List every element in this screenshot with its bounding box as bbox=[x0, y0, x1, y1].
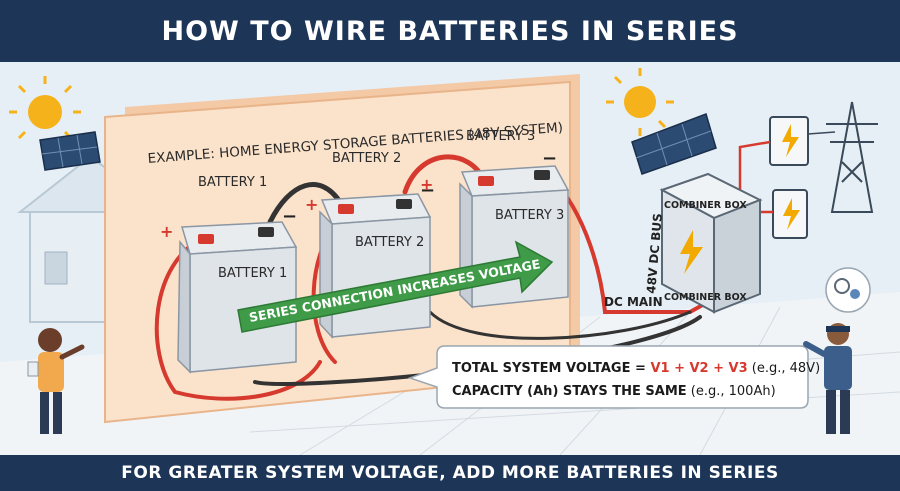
combiner-label-bottom: COMBINER BOX bbox=[664, 292, 747, 303]
wire-positive-main bbox=[154, 235, 322, 401]
solar-panel-icon bbox=[39, 131, 101, 171]
combiner-box: COMBINER BOX COMBINER BOX bbox=[659, 172, 763, 314]
battery-3-header: BATTERY 3 bbox=[466, 129, 535, 144]
battery-1-minus: − bbox=[282, 206, 297, 227]
voltage-formula: TOTAL SYSTEM VOLTAGE = V1 + V2 + V3 (e.g… bbox=[452, 361, 820, 376]
battery-3-plus: + bbox=[420, 175, 433, 194]
battery-1-label: BATTERY 1 bbox=[218, 266, 287, 281]
footer-banner: FOR GREATER SYSTEM VOLTAGE, ADD MORE BAT… bbox=[0, 455, 900, 491]
battery-3-label: BATTERY 3 bbox=[495, 208, 564, 223]
battery-2-minus: − bbox=[420, 180, 435, 201]
meter-box-icon bbox=[769, 116, 809, 239]
battery-2-header: BATTERY 2 bbox=[332, 151, 401, 166]
battery-2-label: BATTERY 2 bbox=[355, 235, 424, 250]
homeowner-figure bbox=[27, 328, 85, 434]
title-banner: HOW TO WIRE BATTERIES IN SERIES bbox=[0, 0, 900, 62]
battery-3-minus: − bbox=[542, 148, 557, 169]
sun-icon-right bbox=[606, 68, 674, 136]
battery-2-plus: + bbox=[305, 195, 318, 214]
power-pylon-icon bbox=[826, 101, 878, 213]
capacity-note: CAPACITY (Ah) STAYS THE SAME (e.g., 100A… bbox=[452, 384, 776, 399]
dc-main-label: DC MAIN bbox=[604, 295, 663, 309]
battery-1-header: BATTERY 1 bbox=[198, 175, 267, 190]
page-title: HOW TO WIRE BATTERIES IN SERIES bbox=[161, 15, 739, 47]
illustration: EXAMPLE: HOME ENERGY STORAGE BATTERIES (… bbox=[0, 62, 900, 455]
battery-1-plus: + bbox=[160, 222, 173, 241]
combiner-label-top: COMBINER BOX bbox=[664, 200, 747, 211]
solar-panel-icon-right bbox=[631, 113, 717, 175]
gear-icon bbox=[834, 278, 850, 294]
user-icon bbox=[850, 289, 860, 299]
technician-figure bbox=[803, 267, 871, 434]
footer-text: FOR GREATER SYSTEM VOLTAGE, ADD MORE BAT… bbox=[121, 463, 779, 483]
lightning-icon bbox=[680, 230, 703, 274]
wire-link-1-2 bbox=[267, 182, 343, 225]
formula-callout: TOTAL SYSTEM VOLTAGE = V1 + V2 + V3 (e.g… bbox=[407, 345, 820, 409]
